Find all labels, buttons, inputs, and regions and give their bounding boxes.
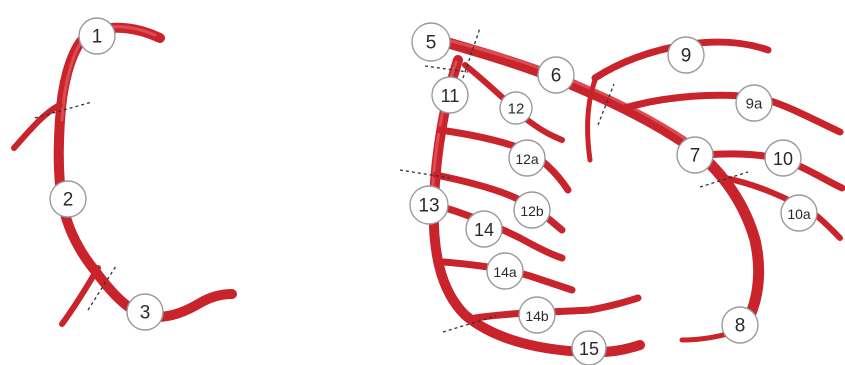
segment-label-5: 5 [412, 23, 450, 61]
segment-label-8: 8 [722, 307, 758, 343]
right-coronary-artery [14, 27, 232, 324]
segment-label-text: 8 [735, 316, 746, 337]
segment-label-12b: 12b [514, 192, 550, 228]
branch-14b [475, 298, 638, 318]
segment-label-14a: 14a [487, 253, 523, 289]
segment-label-14b: 14b [519, 297, 555, 333]
cut-line-lm-2 [425, 66, 468, 72]
segment-label-15: 15 [572, 331, 606, 365]
segment-label-text: 15 [579, 339, 599, 359]
left-coronary-artery [432, 40, 842, 352]
segment-label-text: 12b [520, 203, 544, 219]
segment-label-12a: 12a [509, 140, 545, 176]
segment-label-14: 14 [466, 211, 502, 247]
segment-label-text: 3 [140, 303, 151, 324]
segment-label-text: 12a [515, 151, 539, 167]
segment-label-11: 11 [432, 77, 468, 113]
segment-label-text: 5 [426, 33, 437, 54]
segment-label-9a: 9a [736, 85, 772, 121]
rca-main-vessel [59, 28, 232, 317]
segment-label-text: 14a [493, 264, 517, 280]
segment-label-9: 9 [668, 37, 704, 73]
segment-label-text: 13 [418, 196, 439, 217]
segment-label-text: 11 [441, 86, 460, 106]
rca-branch-upper [14, 105, 60, 148]
segment-label-text: 14 [474, 220, 494, 240]
segment-label-1: 1 [79, 18, 115, 54]
segment-label-6: 6 [538, 57, 574, 93]
rca-branch-lower [62, 268, 98, 324]
segment-label-text: 7 [690, 146, 701, 167]
segment-label-2: 2 [50, 181, 86, 217]
segment-label-text: 9 [681, 46, 692, 67]
segment-label-text: 6 [551, 66, 562, 87]
segment-label-text: 2 [63, 190, 74, 211]
segment-label-10: 10 [765, 140, 801, 176]
segment-label-12: 12 [500, 92, 532, 124]
segment-boundaries [35, 28, 748, 332]
segment-label-text: 1 [92, 27, 103, 48]
segment-label-10a: 10a [781, 195, 817, 231]
segment-label-text: 10 [773, 149, 793, 169]
segment-label-3: 3 [127, 294, 163, 330]
segment-label-text: 10a [787, 206, 811, 222]
segment-label-text: 12 [508, 101, 525, 118]
segment-label-13: 13 [410, 186, 448, 224]
segment-label-text: 14b [525, 308, 549, 324]
segment-label-text: 9a [746, 96, 763, 113]
segment-label-7: 7 [677, 137, 713, 173]
